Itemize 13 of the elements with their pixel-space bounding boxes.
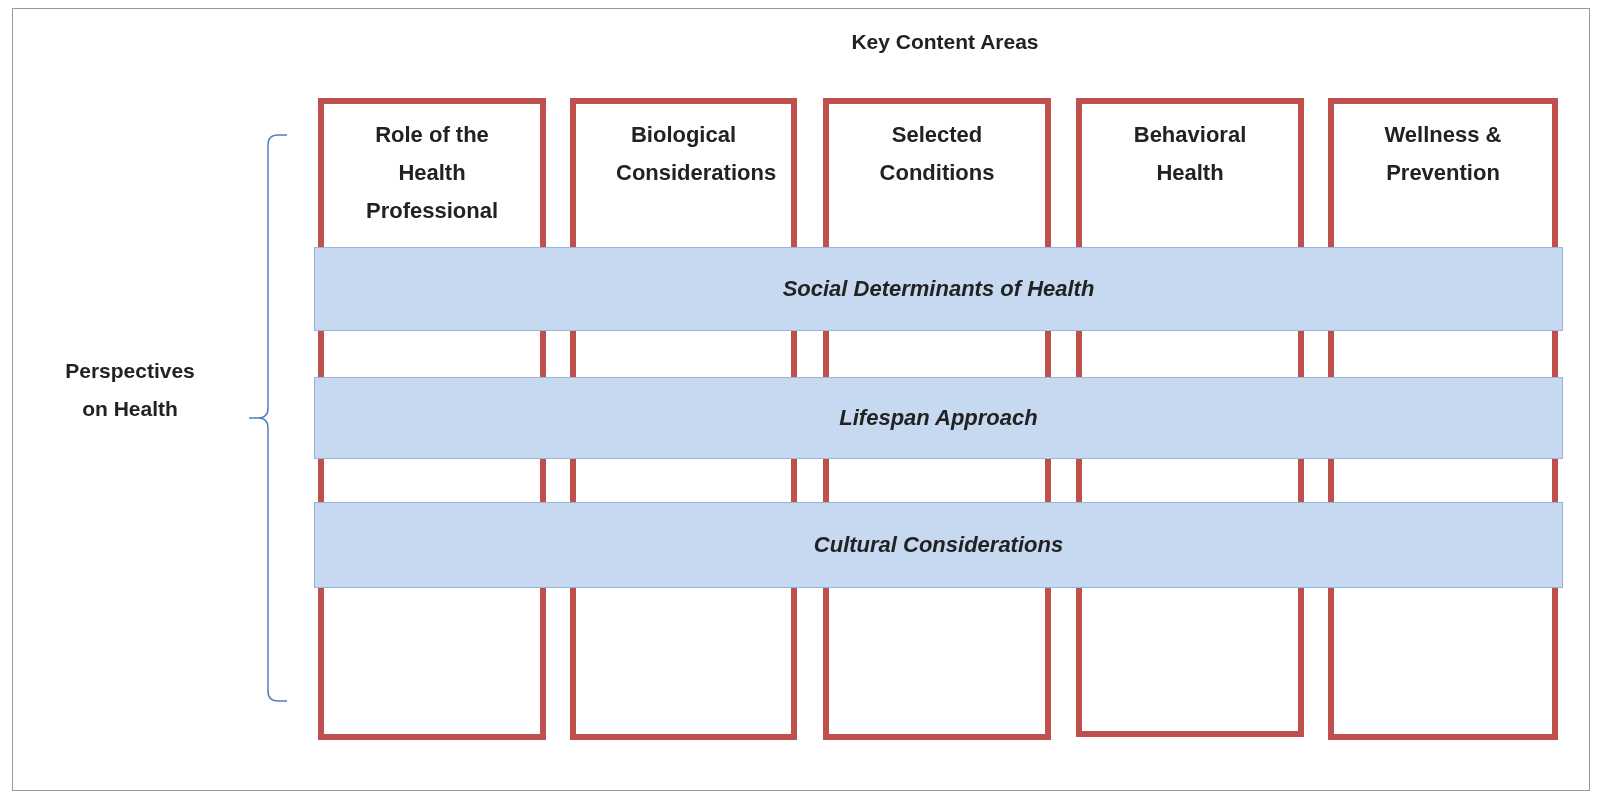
band-label: Cultural Considerations (813, 532, 1064, 558)
diagram-title: Key Content Areas (850, 30, 1040, 54)
perspective-band (314, 247, 1563, 331)
perspective-band (314, 377, 1563, 459)
column-heading: Behavioral Health (1132, 121, 1248, 187)
bracket-label: Perspectives on Health (64, 358, 196, 422)
column-heading: Role of the Health Professional (364, 121, 499, 225)
column-heading: Selected Conditions (878, 121, 996, 187)
column-heading: Wellness & Prevention (1383, 121, 1503, 187)
column-heading: Biological Considerations (615, 121, 778, 187)
band-label: Lifespan Approach (839, 405, 1038, 431)
band-label: Social Determinants of Health (782, 276, 1095, 302)
perspective-band (314, 502, 1563, 588)
